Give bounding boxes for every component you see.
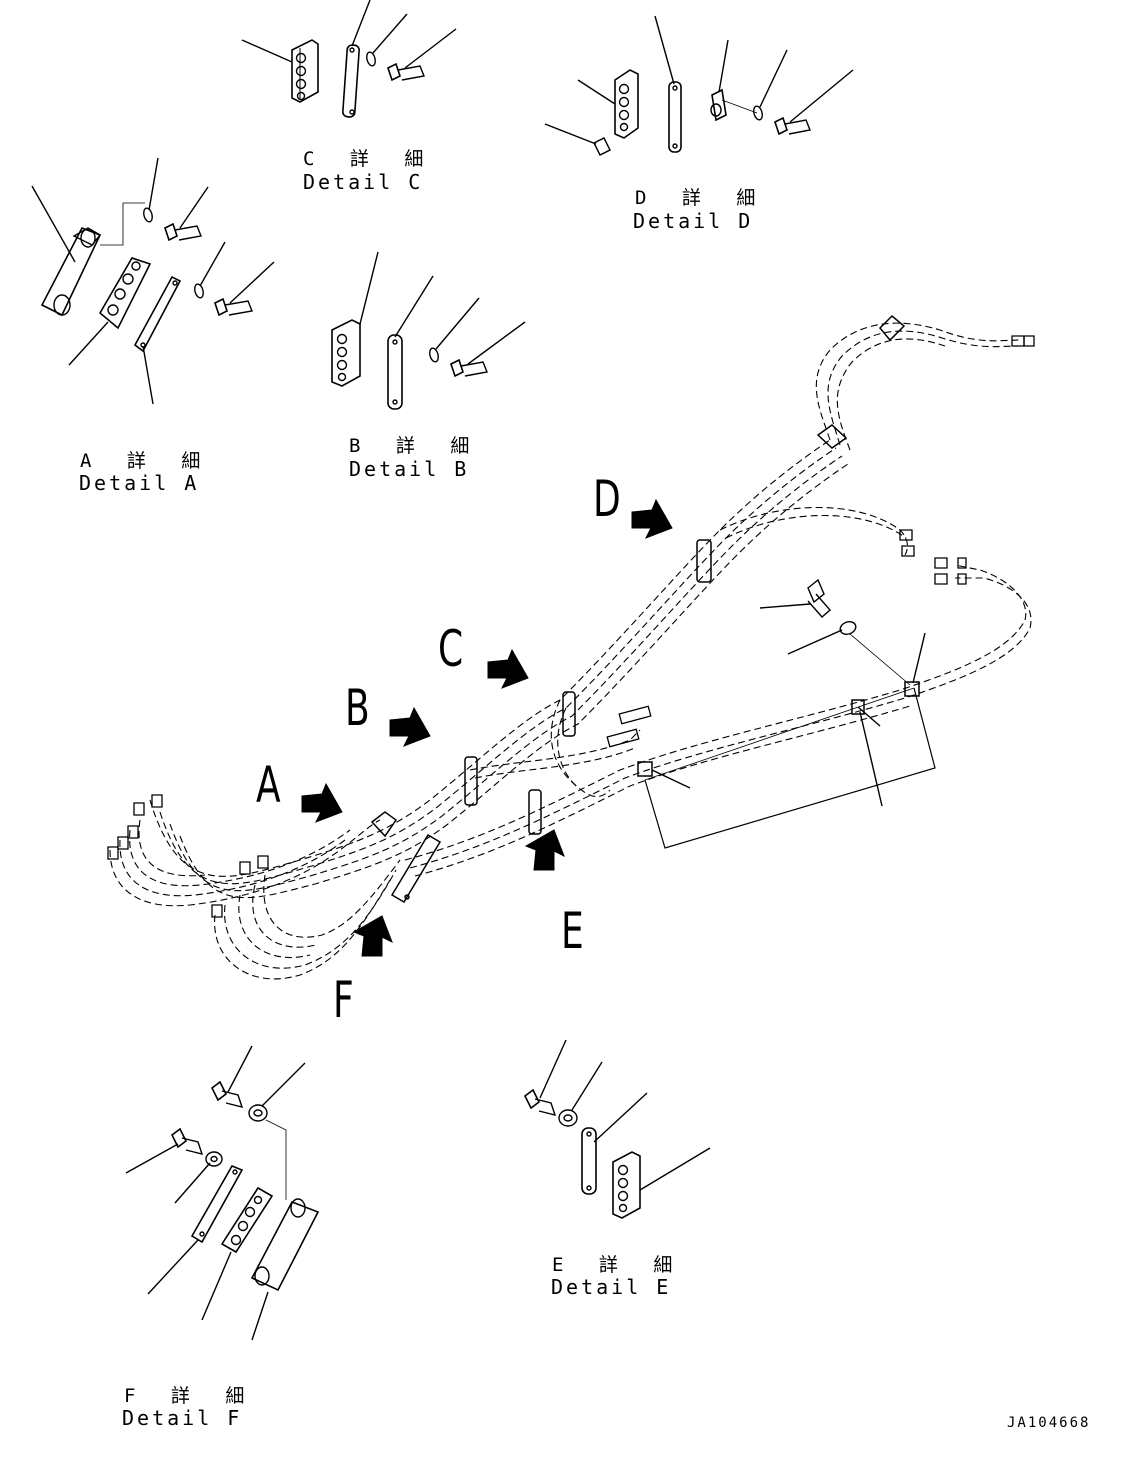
view-letter-a: A [256, 756, 281, 814]
arrow-f [354, 916, 392, 956]
detail-b-caption-jp: B 詳 細 [349, 435, 482, 457]
fitting [108, 847, 118, 859]
view-letter-c: C [438, 620, 464, 678]
fitting [128, 826, 138, 838]
view-letter-e: E [561, 902, 584, 960]
detail-d-washer [752, 50, 787, 121]
detail-a-caption-jp: A 詳 細 [80, 450, 213, 472]
detail-b-parts [332, 252, 525, 409]
detail-d-cap [545, 124, 610, 155]
drawing-code: JA104668 [1007, 1415, 1091, 1431]
detail-c-caption-jp: C 詳 細 [303, 148, 436, 170]
detail-d-parts [545, 16, 853, 155]
arrow-a [302, 784, 342, 822]
fitting [240, 862, 250, 874]
fitting [607, 729, 639, 746]
detail-f-washer-1 [249, 1063, 305, 1200]
fitting [935, 558, 947, 568]
fitting [958, 558, 966, 568]
detail-b-clamp-block [332, 252, 378, 386]
fitting [902, 546, 914, 556]
hose-fittings [108, 336, 1034, 917]
detail-f-clamp-block [202, 1188, 272, 1320]
detail-b-plate [388, 276, 433, 409]
clamp-top-2 [818, 425, 846, 448]
clamp-f [392, 835, 440, 902]
clamp-b [465, 757, 477, 805]
detail-c-caption-en: Detail C [303, 170, 424, 194]
detail-d-clamp-block [578, 70, 638, 138]
detail-f-bracket [252, 1199, 318, 1340]
detail-d-caption-en: Detail D [633, 209, 754, 233]
detail-d-spacer [711, 40, 757, 120]
clamp-right-2 [852, 700, 864, 714]
fitting [152, 795, 162, 807]
fitting [258, 856, 268, 868]
detail-c-bolt [388, 29, 456, 80]
view-letter-f: F [333, 971, 354, 1029]
clamp-right-3 [905, 682, 919, 696]
detail-a-bolt-1 [165, 187, 208, 240]
detail-e-washer [559, 1062, 602, 1126]
detail-f-plate [148, 1166, 242, 1294]
fitting [900, 530, 912, 540]
fitting [958, 574, 966, 584]
detail-c-plate [343, 0, 370, 117]
detail-f-bolt-2 [126, 1129, 202, 1173]
view-letter-d: D [593, 470, 621, 528]
detail-c-clamp-block [242, 40, 318, 102]
detail-f-caption-en: Detail F [122, 1406, 243, 1430]
right-bolt-washer [645, 580, 935, 848]
arrow-e [526, 830, 564, 870]
fitting [619, 706, 651, 723]
detail-e-parts [525, 1040, 710, 1218]
detail-b-bolt [451, 322, 525, 376]
detail-f-caption-jp: F 詳 細 [124, 1385, 257, 1407]
detail-a-washer-2 [193, 242, 225, 299]
clamp-right-1 [638, 762, 652, 776]
detail-a-bracket [32, 186, 145, 315]
detail-a-washer-1 [142, 158, 158, 223]
view-arrows [302, 500, 672, 956]
detail-f-bolt-1 [212, 1046, 252, 1107]
fitting [1012, 336, 1024, 346]
detail-e-plate [582, 1093, 647, 1194]
arrow-c [488, 650, 528, 688]
detail-a-caption-en: Detail A [79, 471, 200, 495]
clamp-d [697, 540, 711, 582]
detail-c-washer [365, 14, 407, 67]
fitting [118, 837, 128, 849]
detail-e-caption-jp: E 詳 細 [552, 1254, 685, 1276]
detail-d-caption-jp: D 詳 細 [635, 187, 768, 209]
detail-b-caption-en: Detail B [349, 457, 470, 481]
view-letter-b: B [345, 679, 370, 737]
detail-e-clamp-block [613, 1148, 710, 1218]
detail-d-plate [655, 16, 681, 152]
assembly-clamps [372, 316, 919, 902]
detail-a-plate [135, 277, 180, 404]
fitting [212, 905, 222, 917]
detail-c-parts [242, 0, 456, 117]
clamp-a [372, 812, 396, 836]
arrow-d [632, 500, 672, 538]
clamp-c [563, 692, 575, 736]
fitting [1024, 336, 1034, 346]
detail-d-bolt [775, 70, 853, 134]
detail-f-parts [126, 1046, 318, 1340]
detail-a-clamp-block [69, 258, 150, 365]
detail-e-bolt [525, 1040, 566, 1115]
detail-b-washer [428, 298, 479, 363]
arrow-b [390, 708, 430, 746]
fitting [935, 574, 947, 584]
detail-e-caption-en: Detail E [551, 1275, 672, 1299]
clamp-e [529, 790, 541, 834]
clamp-top-1 [880, 316, 904, 340]
hose-assembly [110, 323, 1031, 979]
detail-f-washer-2 [175, 1152, 222, 1203]
detail-a-parts [32, 158, 274, 404]
detail-a-bolt-2 [215, 262, 274, 315]
fitting [134, 803, 144, 815]
